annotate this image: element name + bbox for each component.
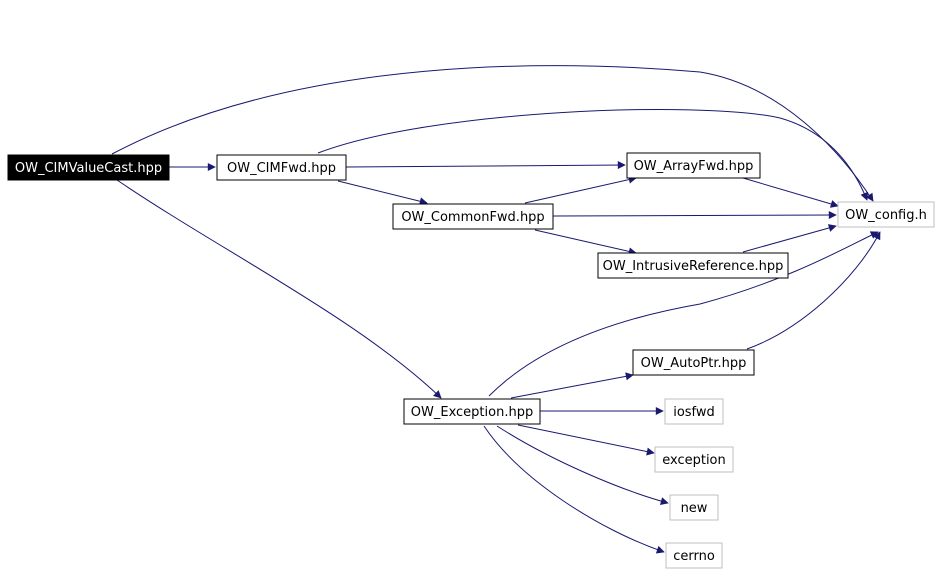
node-exception-hpp[interactable]: OW_Exception.hpp (403, 398, 541, 425)
node-arrayfwd[interactable]: OW_ArrayFwd.hpp (626, 152, 761, 179)
edges (111, 65, 881, 554)
node-label: OW_IntrusiveReference.hpp (603, 259, 784, 274)
node-label: OW_Exception.hpp (411, 405, 533, 420)
node-cerrno[interactable]: cerrno (665, 542, 723, 569)
edge-exception-hpp-to-config (488, 231, 879, 397)
edge-commonfwd-to-config (552, 211, 837, 220)
node-autoptr[interactable]: OW_AutoPtr.hpp (632, 349, 755, 376)
node-label: OW_ArrayFwd.hpp (634, 159, 754, 174)
node-label: new (681, 501, 708, 516)
node-cimfwd[interactable]: OW_CIMFwd.hpp (216, 154, 347, 181)
node-config[interactable]: OW_config.h (837, 201, 935, 228)
edge-exception-hpp-to-cerrno (483, 425, 665, 554)
node-label: OW_CIMFwd.hpp (227, 161, 336, 176)
edge-commonfwd-to-arrayfwd (524, 175, 637, 204)
node-label: OW_CIMValueCast.hpp (15, 161, 162, 176)
edge-commonfwd-to-intrusiveref (534, 229, 637, 256)
node-label: iosfwd (673, 405, 715, 420)
node-label: OW_config.h (845, 208, 927, 223)
node-label: cerrno (673, 549, 715, 564)
node-intrusiveref[interactable]: OW_IntrusiveReference.hpp (597, 252, 789, 279)
edge-exception-hpp-to-exception (517, 424, 655, 456)
node-root[interactable]: OW_CIMValueCast.hpp (7, 154, 170, 181)
edge-exception-hpp-to-autoptr (510, 372, 634, 399)
node-new[interactable]: new (669, 494, 719, 521)
node-label: OW_CommonFwd.hpp (401, 210, 544, 225)
node-label: exception (662, 453, 726, 468)
edge-cimfwd-to-commonfwd (337, 180, 428, 206)
edge-root-to-exception-hpp (116, 179, 442, 399)
edge-cimfwd-to-arrayfwd (345, 161, 626, 170)
node-iosfwd[interactable]: iosfwd (664, 398, 724, 425)
edge-autoptr-to-config (746, 231, 881, 350)
edge-intrusiveref-to-config (742, 224, 837, 253)
edge-arrayfwd-to-config (742, 177, 839, 208)
node-commonfwd[interactable]: OW_CommonFwd.hpp (392, 203, 554, 230)
node-exception[interactable]: exception (654, 446, 734, 473)
edge-cimfwd-to-config (317, 108, 869, 201)
edge-root-to-config (111, 65, 874, 202)
edge-exception-hpp-to-new (496, 425, 669, 505)
node-label: OW_AutoPtr.hpp (641, 356, 747, 371)
